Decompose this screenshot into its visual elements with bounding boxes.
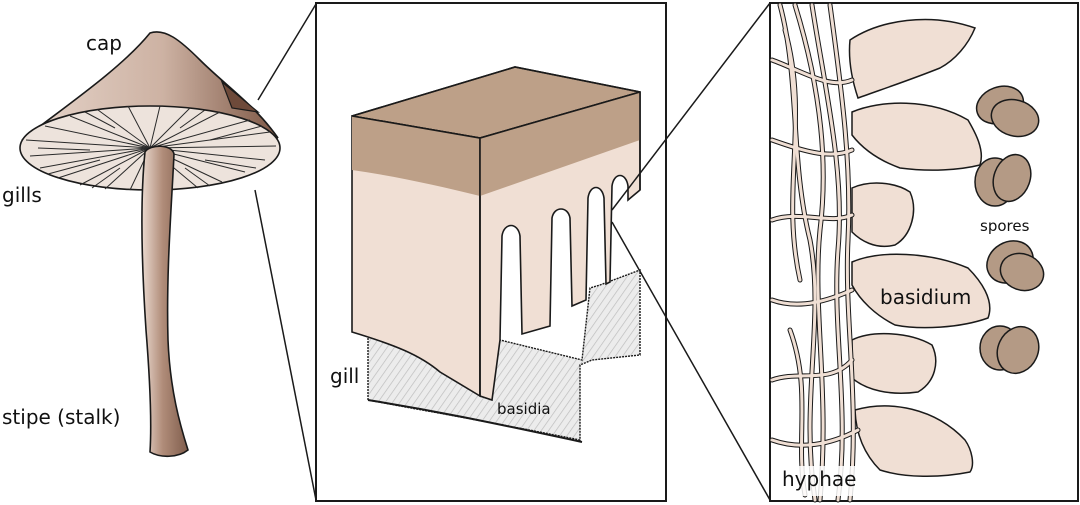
zoom-connector-1 [254, 3, 317, 501]
mushroom-illustration: cap gills stipe (stalk) [2, 31, 281, 458]
label-gill: gill [330, 364, 359, 388]
label-spores: spores [980, 217, 1030, 235]
label-basidia: basidia [497, 400, 551, 418]
label-hyphae: hyphae [782, 467, 856, 491]
label-cap: cap [86, 31, 122, 55]
hymenium-lower-edge [367, 399, 583, 443]
hyphae-label-bg [772, 466, 862, 496]
basidium-panel: spores basidium hyphae [769, 2, 1079, 503]
label-stipe: stipe (stalk) [2, 405, 120, 429]
hyphae-tangle-fill [770, 3, 860, 502]
spores-group [974, 85, 1045, 375]
block-right-top-band [480, 92, 640, 196]
zoom-connector-2 [611, 2, 771, 501]
label-basidium: basidium [880, 285, 971, 309]
basidia-group [848, 18, 991, 477]
cap-cut-wedge [220, 80, 261, 113]
label-gills: gills [2, 183, 42, 207]
stipe-shape [141, 145, 189, 458]
gill-block-panel: gill basidia [315, 2, 667, 502]
block-front-top-band [352, 116, 480, 196]
